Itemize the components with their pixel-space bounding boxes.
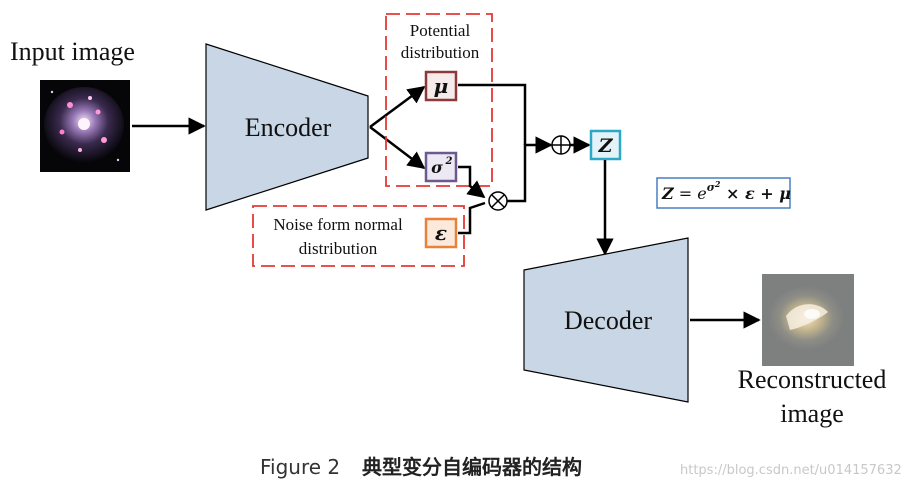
decoder-label: Decoder: [564, 306, 652, 335]
input-image-label: Input image: [10, 37, 135, 66]
formula-box: [656, 177, 791, 209]
encoder-to-mu-arrow: [369, 85, 426, 129]
noise-label-line2: distribution: [299, 239, 378, 258]
encoder-block: [205, 43, 369, 211]
sigma-exponent: 2: [445, 156, 453, 167]
potential-label-line1: Potential: [410, 21, 471, 40]
input-galaxy-image: [40, 80, 130, 172]
multiply-node: [488, 191, 508, 211]
encoder-to-sigma-arrow: [369, 126, 426, 170]
mu-symbol: μ: [434, 74, 449, 98]
z-box: [589, 129, 622, 161]
noise-distribution-box: [252, 205, 465, 267]
formula-exp2: 2: [714, 179, 721, 189]
mu-box: [424, 70, 458, 102]
z-symbol: Z: [598, 135, 614, 157]
epsilon-to-multiply-line: [458, 201, 486, 235]
formula-eq: = e: [674, 184, 707, 203]
caption-prefix: Figure 2: [260, 455, 340, 479]
reconstructed-label-line1: Reconstructed: [738, 365, 887, 394]
decoder-block: [523, 237, 689, 403]
epsilon-symbol: ε: [435, 221, 447, 245]
caption-title: 典型变分自编码器的结构: [362, 455, 582, 479]
sigma-to-multiply-arrow: [458, 165, 486, 199]
formula-text: Z = eσ2 × ε + μ: [661, 179, 791, 203]
potential-label-line2: distribution: [401, 43, 480, 62]
formula-lhs: Z: [661, 184, 675, 203]
reconstructed-label-line2: image: [780, 399, 844, 428]
watermark-text: https://blog.csdn.net/u014157632: [680, 463, 902, 478]
sigma-symbol: σ: [431, 158, 443, 177]
reconstructed-image: [762, 274, 854, 366]
sigma-box: [424, 151, 458, 183]
encoder-label: Encoder: [245, 113, 332, 142]
add-node: [551, 135, 571, 155]
noise-label-line1: Noise form normal: [273, 215, 403, 234]
epsilon-box: [424, 217, 458, 249]
potential-distribution-box: [385, 13, 493, 187]
multiply-to-add-arrow: [507, 136, 553, 203]
formula-rest: × ε + μ: [720, 184, 791, 203]
formula-exp: σ: [707, 181, 716, 194]
mu-to-add-line: [458, 83, 527, 145]
